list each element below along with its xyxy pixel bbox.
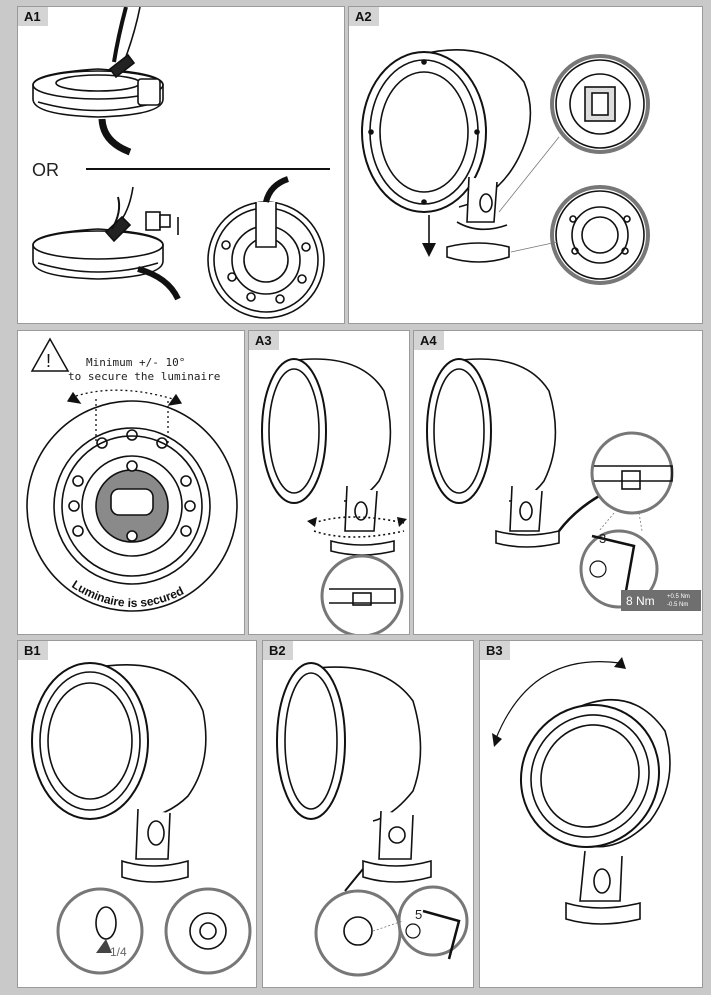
a4-key-size: 3 (599, 531, 607, 546)
panel-a3: A3 (248, 330, 410, 635)
b1-illustration (31, 662, 252, 975)
panel-tag-a4: A4 (414, 331, 444, 350)
rotation-arrow-icon (492, 657, 626, 747)
panel-tag-b2: B2 (263, 641, 293, 660)
or-label: OR (32, 160, 59, 180)
panel-tag-a3: A3 (249, 331, 279, 350)
a2-illustration (361, 49, 650, 285)
torque-badge: 8 Nm +0.5 Nm -0.5 Nm (621, 590, 701, 611)
a3-illustration (261, 358, 407, 634)
panel-a4: A4 3 8 Nm +0.5 Nm -0.5 Nm (413, 330, 703, 635)
b2-key-size: 5 (415, 907, 423, 922)
warning-illustration: ! Minimum +/- 10° to secure the luminair… (26, 337, 238, 612)
panel-tag-b1: B1 (18, 641, 48, 660)
panel-tag-a1: A1 (18, 7, 48, 26)
panel-b1: B1 1/4 (17, 640, 257, 988)
b1-fraction: 1/4 (110, 945, 127, 959)
panel-a1: A1 (17, 6, 345, 324)
a1-illustration (32, 7, 330, 319)
warning-triangle-icon: ! (30, 337, 70, 372)
rotation-arrow-icon (66, 389, 183, 443)
warning-line-2: to secure the luminaire (68, 370, 220, 383)
b3-illustration (492, 657, 671, 925)
torque-tolerance: +0.5 Nm -0.5 Nm (667, 593, 690, 609)
panel-tag-a2: A2 (349, 7, 379, 26)
panel-b2: B2 5 (262, 640, 474, 988)
panel-b3: B3 (479, 640, 703, 988)
hex-key-icon (591, 534, 636, 592)
svg-text:!: ! (46, 351, 51, 371)
torque-value: 8 Nm (626, 594, 655, 608)
b2-illustration (276, 662, 469, 977)
warning-line-1: Minimum +/- 10° (86, 356, 185, 369)
hex-key-icon (422, 909, 461, 960)
torque-minus: -0.5 Nm (667, 602, 689, 608)
rotation-arrow-icon (307, 517, 407, 527)
panel-warning: ! Minimum +/- 10° to secure the luminair… (17, 330, 245, 635)
panel-tag-b3: B3 (480, 641, 510, 660)
panel-a2: A2 (348, 6, 703, 324)
a4-illustration (426, 358, 674, 609)
down-arrow-icon (422, 215, 436, 257)
torque-plus: +0.5 Nm (667, 594, 690, 600)
